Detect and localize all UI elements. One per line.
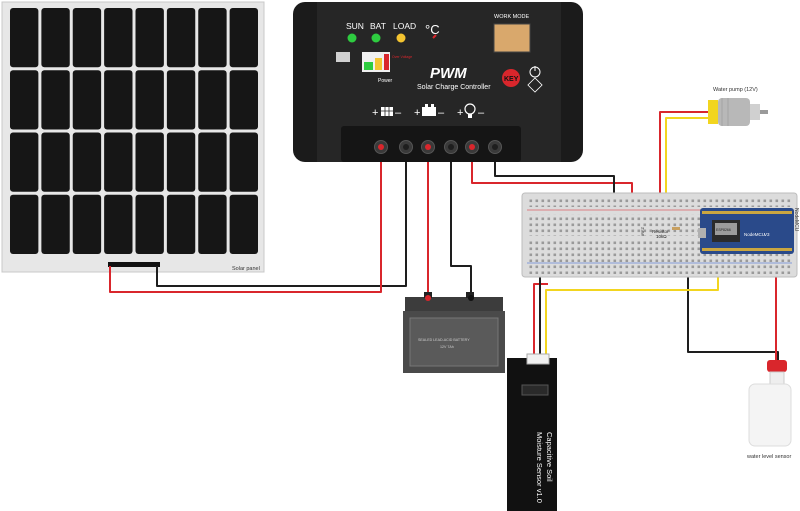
battery-type-text: SEALED LEAD-ACID BATTERY	[418, 338, 470, 342]
svg-text:–: –	[438, 107, 445, 119]
pump-label: Water pump (12V)	[713, 87, 758, 93]
wire-sensor-red	[533, 283, 548, 358]
nodemcu-label: NodeMCU	[793, 208, 799, 232]
solar-cell	[135, 194, 164, 254]
wire-panel-positive	[109, 150, 382, 293]
solar-cell	[198, 70, 227, 130]
nodemcu: ESP8266 NodeMCU V3 NodeMCU	[698, 208, 799, 254]
solar-terminal-icon: + –	[372, 107, 402, 119]
svg-text:+: +	[372, 107, 378, 119]
solar-cell	[229, 194, 258, 254]
solar-cell	[72, 8, 102, 68]
wire-panel-negative	[156, 150, 407, 287]
moisture-sensor-version: Moisture Sensor v1.0	[535, 432, 544, 503]
led-bat	[371, 33, 381, 43]
water-pump: Water pump (12V)	[708, 87, 768, 126]
key-button[interactable]	[502, 69, 520, 87]
solar-cell	[72, 70, 102, 130]
brand-pwm: PWM	[430, 65, 467, 82]
power-label: Power	[378, 78, 393, 84]
solar-panel-label: Solar panel	[232, 266, 260, 272]
solar-cell	[72, 194, 102, 254]
resistor-label: Resistor	[652, 229, 669, 234]
bulb-terminal-icon: + –	[457, 103, 485, 119]
solar-cell	[166, 194, 196, 254]
resistor	[672, 227, 680, 230]
wire-pump-red	[637, 111, 708, 205]
indicator-sun-label: SUN	[346, 21, 364, 31]
indicator-bat-label: BAT	[370, 21, 386, 31]
solar-cell	[166, 132, 196, 192]
terminal-wire-end	[378, 144, 384, 150]
solar-cell	[41, 194, 70, 254]
solar-panel: Solar panel	[1, 1, 265, 273]
svg-text:–: –	[395, 107, 402, 119]
battery-positive-terminal	[425, 295, 431, 301]
terminal-wire-end	[425, 144, 431, 150]
work-mode-label: WORK MODE	[494, 14, 529, 20]
solar-cell	[104, 70, 133, 130]
solar-cell	[135, 70, 164, 130]
battery: SEALED LEAD-ACID BATTERY 12V 7Ah	[403, 292, 505, 373]
solar-cell	[229, 70, 258, 130]
solar-cell	[10, 8, 39, 68]
battery-negative-terminal	[468, 295, 474, 301]
work-mode-display	[493, 23, 531, 53]
solar-cells	[10, 8, 258, 254]
water-level-sensor-label: water level sensor	[746, 454, 791, 460]
wire-battery-negative	[450, 150, 472, 298]
solar-cell	[198, 132, 227, 192]
controller-subtitle: Solar Charge Controller	[417, 84, 491, 91]
water-level-sensor: water level sensor	[746, 360, 792, 460]
solar-cell	[10, 194, 39, 254]
solar-cell	[229, 8, 258, 68]
solar-cell	[198, 194, 227, 254]
thermometer-icon	[432, 34, 437, 39]
solar-cell	[10, 70, 39, 130]
svg-text:+: +	[414, 107, 420, 119]
solar-cell	[166, 8, 196, 68]
panel-junction-box	[108, 262, 160, 267]
indicator-load-label: LOAD	[393, 21, 416, 31]
mosfet-label: IRFZ	[640, 227, 645, 236]
esp-label: ESP8266	[716, 228, 731, 232]
solar-cell	[104, 194, 133, 254]
solar-cell	[10, 132, 39, 192]
led-sun	[347, 33, 357, 43]
solar-cell	[198, 8, 227, 68]
usb-port	[698, 228, 706, 238]
key-label: KEY	[504, 76, 519, 83]
battery-terminal-icon: + –	[414, 104, 445, 119]
moisture-sensor-title: Capacitive Soil	[545, 432, 554, 482]
terminal-wire-end	[469, 144, 475, 150]
solar-cell	[72, 132, 102, 192]
resistor-value: 10kΩ	[656, 234, 667, 239]
nodemcu-brand: NodeMCU	[744, 232, 765, 237]
temp-unit: °C	[425, 22, 440, 37]
solar-cell	[41, 8, 70, 68]
solar-cell	[166, 70, 196, 130]
svg-text:–: –	[478, 107, 485, 119]
charge-controller: SUN BAT LOAD °C Power Over Voltage WORK …	[293, 2, 583, 162]
solar-cell	[41, 70, 70, 130]
nodemcu-version: V3	[764, 232, 770, 237]
svg-text:+: +	[457, 107, 463, 119]
battery-spec-text: 12V 7Ah	[440, 345, 454, 349]
terminals	[374, 140, 502, 154]
solar-cell	[229, 132, 258, 192]
terminal-wire-end	[403, 144, 409, 150]
solar-cell	[41, 132, 70, 192]
led-load	[396, 33, 406, 43]
terminal-wire-end	[448, 144, 454, 150]
solar-cell	[104, 132, 133, 192]
solar-cell	[135, 132, 164, 192]
terminal-wire-end	[492, 144, 498, 150]
solar-cell	[104, 8, 133, 68]
moisture-sensor: Capacitive Soil Moisture Sensor v1.0	[507, 353, 557, 511]
solar-cell	[135, 8, 164, 68]
over-voltage-label: Over Voltage	[392, 55, 412, 59]
